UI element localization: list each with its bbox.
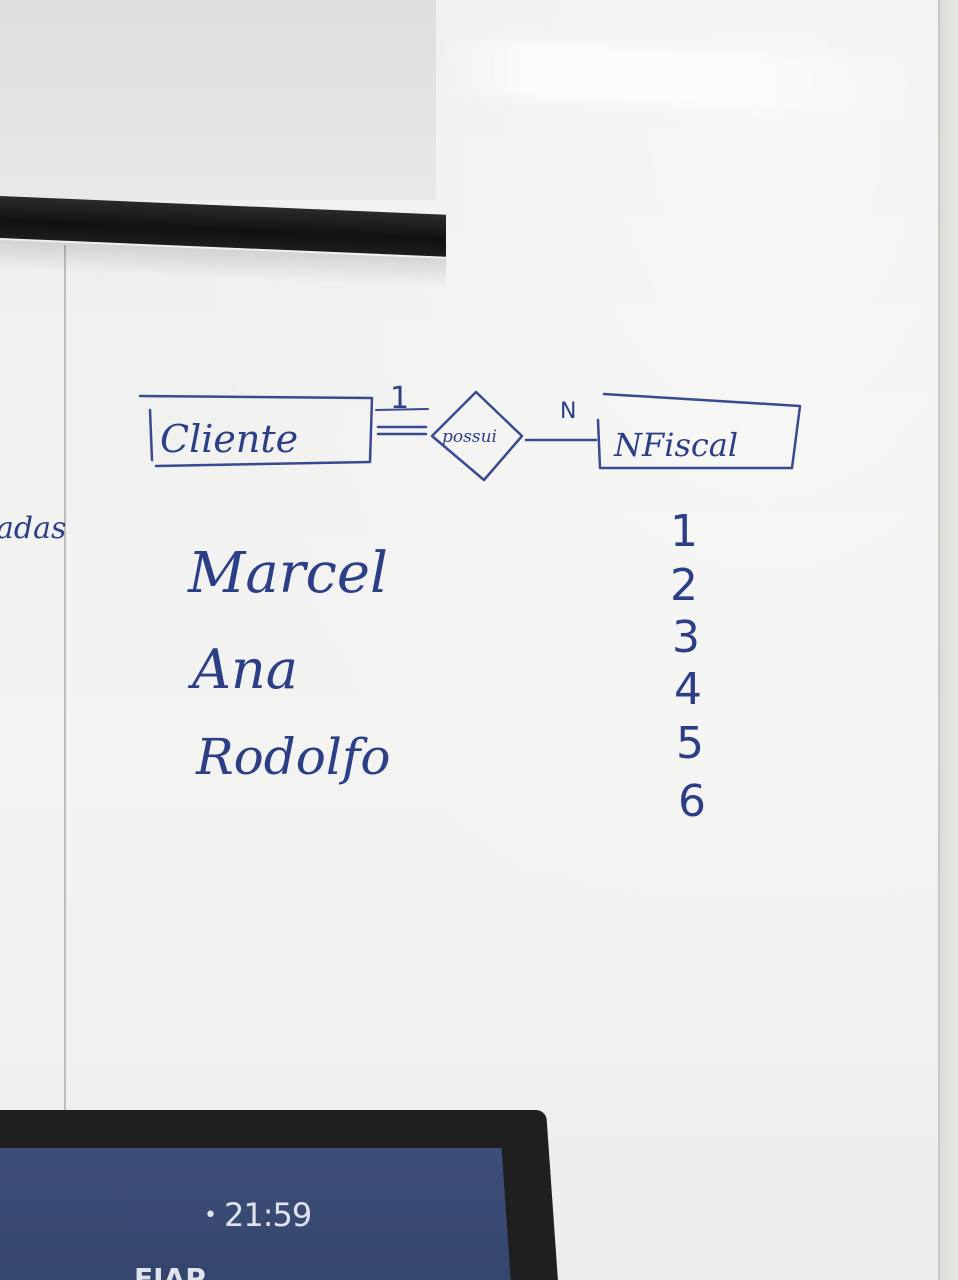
cardinality-many: N — [560, 399, 576, 424]
entity-box-nfiscal — [596, 392, 802, 470]
monitor-brand-label: FIAP — [134, 1262, 206, 1280]
invoice-number: 4 — [674, 664, 702, 715]
whiteboard-panel-seam — [64, 245, 66, 1125]
monitor-clock: •21:59 — [204, 1196, 312, 1234]
invoice-number: 6 — [678, 776, 706, 827]
client-name: Rodolfo — [195, 728, 390, 786]
left-edge-text: adas — [0, 511, 66, 546]
invoice-number: 2 — [670, 560, 698, 611]
clock-time: 21:59 — [223, 1196, 312, 1234]
whiteboard-frame — [940, 0, 958, 1280]
entity-nfiscal: NFiscal — [613, 426, 738, 464]
projector-screen — [0, 0, 436, 200]
invoice-number: 3 — [672, 612, 700, 663]
entity-box-cliente — [138, 394, 374, 468]
client-name: Ana — [187, 638, 298, 701]
relationship-diamond — [430, 390, 524, 482]
cardinality-one: 1 — [390, 381, 409, 416]
dot-icon: • — [204, 1203, 217, 1228]
invoice-number: 5 — [676, 718, 704, 769]
relationship-possui: possui — [442, 427, 497, 447]
invoice-number: 1 — [670, 506, 698, 557]
whiteboard-edge — [938, 0, 940, 1280]
entity-cliente: Cliente — [160, 417, 298, 461]
client-name: Marcel — [187, 541, 388, 606]
